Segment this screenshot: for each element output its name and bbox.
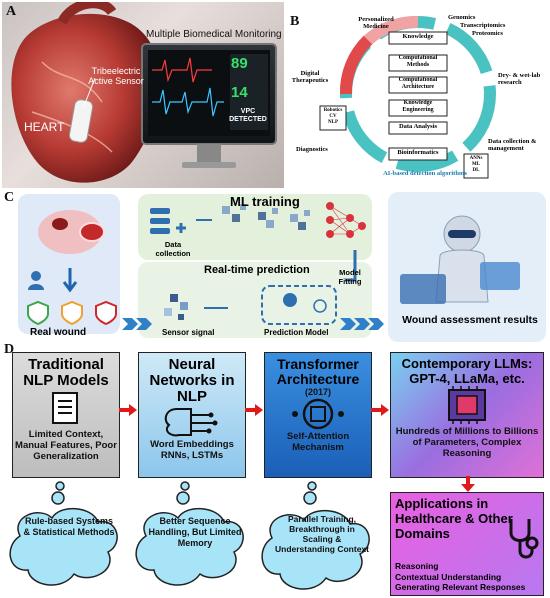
panel-label-a: A [6,4,17,19]
cloud-text-2: Better Sequence Handling, But Limited Me… [148,516,242,548]
b-inner-3: Knowledge Engineering [402,100,434,113]
box-text-traditional: Limited Context, Manual Features, Poor G… [15,429,117,462]
box-title-transformer: Transformer Architecture [276,356,360,387]
apps-title: Applications in Healthcare & Other Domai… [395,496,513,541]
box-year-transformer: (2017) [304,387,331,397]
box-text-transformer: Self-Attention Mechanism [286,431,350,453]
b-inner-0: Knowledge [402,33,434,40]
box-transformer: Transformer Architecture (2017) Self-Att… [264,352,372,478]
vpc-alert: VPC DETECTED [229,108,267,123]
box-text-neural: Word Embeddings RNNs, LSTMs [150,439,234,461]
sensor-signal-label: Sensor signal [162,328,215,337]
sensor-patch [68,99,94,143]
b-datacollection: Data collection & management [488,138,537,152]
b-drywet: Dry- & wet-lab research [498,72,541,86]
box-title-neural: Neural Networks in NLP [149,356,235,405]
results-label: Wound assessment results [402,314,538,326]
shield-icon-alert [95,300,117,326]
prediction-model-frame [261,285,337,325]
robot-icon [400,215,520,304]
shield-icon-good [27,300,49,326]
reading-1: 89 [231,55,248,72]
apps-items: Reasoning Contextual Understanding Gener… [395,561,525,593]
network-hub-icon [292,398,344,430]
panel-b [286,2,548,188]
cloud-text-1: Rule-based Systems & Statistical Methods [23,516,115,537]
panel-c-graphics [27,202,520,330]
apps-item-reasoning: Reasoning [395,561,439,571]
b-inner-1: Computational Methods [398,55,438,68]
thought-clouds [9,481,370,590]
apps-item-responses: Generating Relevant Responses [395,582,526,592]
llm-chip-icon [448,386,486,424]
apps-item-context: Contextual Understanding [395,571,502,582]
shield-icon-warn [61,300,83,326]
real-wound-label: Real wound [30,327,87,338]
monitoring-title: Multiple Biomedical Monitoring [146,29,282,40]
brain-circuit-icon [164,408,218,437]
down-arrow-icon [461,476,475,492]
b-digital: Digital Therapeutics [291,70,329,84]
realtime-label: Real-time prediction [204,264,310,276]
reading-2: 14 [231,84,248,101]
data-collection-label: Data collection [155,240,191,258]
b-diagnostics: Diagnostics [296,146,328,153]
model-fitting-label: Model Fitting [338,268,362,286]
cloud-text-3: Parallel Training, Breakthrough in Scali… [275,514,369,554]
document-icon [52,392,78,424]
wound-spot-2 [79,222,105,242]
stethoscope-icon [509,519,539,559]
panel-label-c: C [4,190,15,205]
panel-label-b: B [290,14,300,29]
b-transcriptomics: Transcriptomics [460,22,506,29]
panel-d-arrows [119,404,389,416]
b-ai: AI-based detection algorithms [383,170,467,177]
heart-label: HEART [24,120,65,134]
box-applications: Applications in Healthcare & Other Domai… [390,492,544,596]
box-traditional-nlp: Traditional NLP Models Limited Context, … [12,352,120,478]
box-text-llms: Hundreds of Millions to Billions of Para… [395,426,539,459]
box-contemporary-llms: Contemporary LLMs: GPT-4, LLaMa, etc. Hu… [390,352,544,478]
b-proteomics: Proteomics [472,30,503,37]
sensor-label: Tribeelectric Active Sensor [88,66,144,86]
b-inner-4: Data Analysis [398,123,438,130]
b-inner-2: Computational Architecture [398,77,438,90]
ml-training-label: ML training [230,194,300,209]
wound-spot-1 [52,218,68,230]
bioinformatics-cycle [319,15,496,179]
box-title-llms: Contemporary LLMs: GPT-4, LLaMa, etc. [401,356,533,386]
b-genomics: Genomics [448,14,476,21]
box-title-traditional: Traditional NLP Models [23,356,109,389]
panel-a [2,2,284,188]
b-inner-5: Bioinformatics [397,149,439,156]
b-personalized: Personalized Medicine [358,16,394,30]
heart-illustration [11,2,277,183]
inner-boxes [388,31,448,161]
prediction-model-label: Prediction Model [264,328,329,337]
panel-label-d: D [4,342,15,357]
box-neural-networks: Neural Networks in NLP Word Embeddings R… [138,352,246,478]
